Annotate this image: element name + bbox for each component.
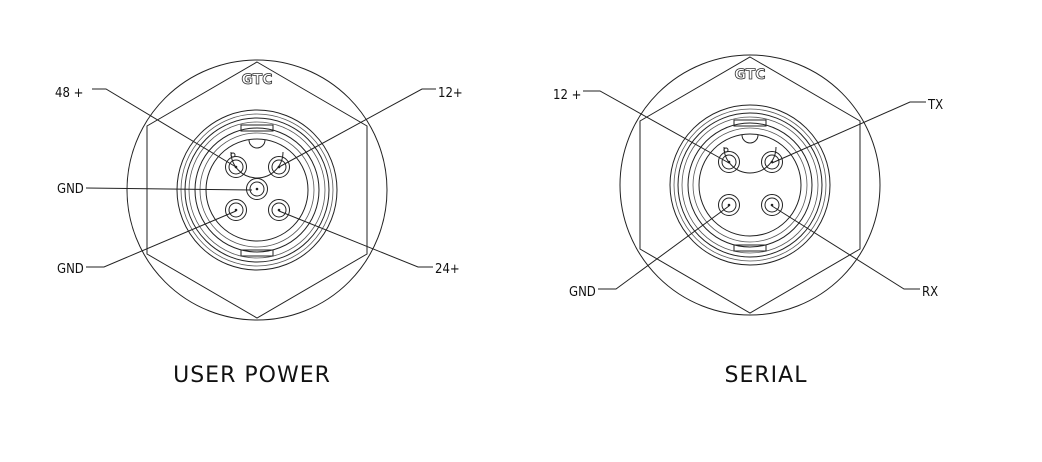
connector-ring (692, 127, 808, 243)
hex-nut-outline (639, 56, 861, 314)
connector-ring (205, 138, 309, 242)
pin-socket-outer (761, 151, 783, 173)
pin-contact-dot (277, 208, 281, 212)
pin-contact-dot (234, 208, 238, 212)
pin-label-48v: 48 + (55, 86, 83, 101)
connector-ring (673, 108, 827, 262)
pin-label-12v: 12 + (553, 88, 581, 103)
pin-label-12v: 12+ (438, 86, 463, 101)
connector-ring (677, 112, 823, 258)
pin-socket-inner (249, 181, 265, 197)
bottom-key-notch (240, 249, 274, 257)
pin-socket-inner (721, 154, 737, 170)
pin-socket-inner (764, 197, 780, 213)
insert-key-arc (230, 151, 284, 179)
pin-socket-inner (271, 202, 287, 218)
pin-label-gnd: GND (57, 262, 84, 277)
connector-ring (681, 116, 819, 254)
hex-nut-outline (146, 61, 368, 319)
outer-flange-circle (126, 59, 388, 321)
connector-ring (669, 104, 831, 266)
outer-flange-circle (619, 54, 881, 316)
leader-line-gnd (86, 210, 237, 268)
pin-contact-dot (255, 187, 259, 191)
bottom-key-notch (733, 244, 767, 252)
top-key-notch (733, 119, 767, 127)
pin-contact-dot (770, 203, 774, 207)
brand-logo: GTC (241, 72, 272, 88)
connector-ring (184, 117, 330, 263)
pin-socket-inner (764, 154, 780, 170)
serial-labels: 12 + TX GND RX SERIAL (553, 88, 943, 388)
keyway (741, 134, 759, 144)
leader-line-gnd-center (85, 187, 253, 191)
pin-contact-dot (727, 203, 731, 207)
connector-ring (199, 132, 315, 248)
connector-ring (687, 122, 813, 248)
connector-ring (180, 113, 334, 267)
pin-label-rx: RX (922, 285, 938, 300)
pin-socket-inner (228, 159, 244, 175)
brand-logo: GTC (734, 67, 765, 83)
leader-line-12v (278, 88, 436, 168)
serial-connector: GTC (619, 54, 881, 316)
pin-label-tx: TX (927, 98, 943, 113)
leader-line-tx (771, 101, 926, 164)
pin-socket-outer (225, 199, 247, 221)
keyway (248, 139, 266, 149)
pin-socket-outer (761, 194, 783, 216)
user-power-labels: 48 + 12+ GND GND 24+ USER POWER (55, 86, 463, 388)
serial-title: SERIAL (725, 363, 808, 388)
pin-socket-outer (225, 156, 247, 178)
leader-line-24v (278, 210, 433, 268)
pin-socket-outer (268, 156, 290, 178)
user-power-connector: GTC (126, 59, 388, 321)
insert-key-arc (723, 146, 777, 174)
leader-line-48v (92, 88, 237, 168)
pin-socket-outer (718, 194, 740, 216)
top-key-notch (240, 124, 274, 132)
pin-socket-inner (228, 202, 244, 218)
pin-socket-outer (268, 199, 290, 221)
user-power-title: USER POWER (173, 363, 331, 388)
pin-socket-outer (246, 178, 268, 200)
pin-label-gnd: GND (569, 285, 596, 300)
pin-label-gnd-center: GND (57, 182, 84, 197)
connector-ring (188, 121, 326, 259)
pin-socket-inner (271, 159, 287, 175)
connector-ring (698, 133, 802, 237)
pin-label-24v: 24+ (435, 262, 460, 277)
connector-ring (176, 109, 338, 271)
connector-ring (194, 127, 320, 253)
leader-line-rx (771, 205, 920, 290)
leader-line-gnd (598, 205, 730, 290)
pin-socket-inner (721, 197, 737, 213)
leader-line-12v (583, 90, 730, 164)
pin-socket-outer (718, 151, 740, 173)
